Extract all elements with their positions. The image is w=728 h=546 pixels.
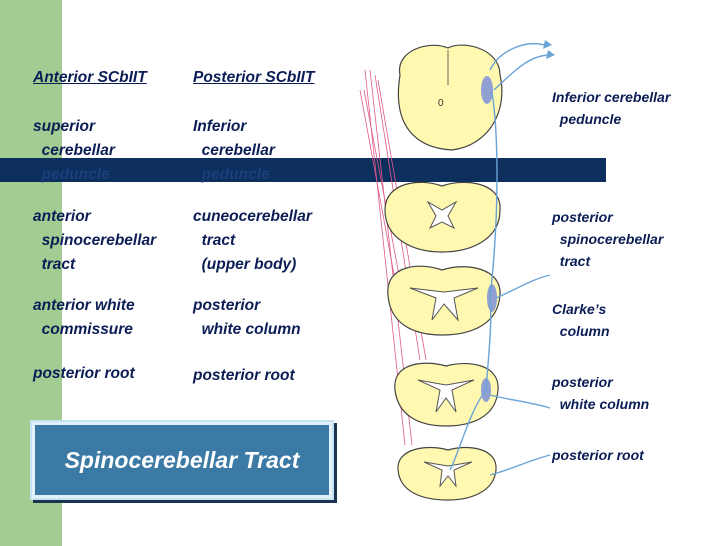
mid-item-posterior-white-column: posterior white column <box>193 297 301 338</box>
slide-title: Spinocerebellar Tract <box>64 446 300 473</box>
mid-item-peduncle: peduncle <box>193 166 270 183</box>
spinal-cord-diagram: 0 <box>359 40 555 501</box>
right-item-posterior-white-column: posterior white column <box>552 374 650 412</box>
svg-text:0: 0 <box>438 98 444 109</box>
spinal-section-3 <box>394 362 499 427</box>
right-item-posterior-spinocerebellar: posterior spinocerebellar tract <box>552 209 664 269</box>
navy-band <box>0 158 606 182</box>
mid-col-header: Posterior SCbIIT <box>193 69 315 86</box>
right-item-clarkes-column: Clarke’s column <box>552 301 610 339</box>
left-col-header: Anterior SCbIIT <box>33 69 147 86</box>
left-item-posterior-root: posterior root <box>33 365 135 382</box>
spinal-section-1 <box>384 181 501 253</box>
spinal-section-4 <box>397 446 497 501</box>
left-item-anterior-spinocerebellar: anterior spinocerebellar tract <box>33 208 157 273</box>
right-item-inferior-cerebellar: Inferior cerebellar peduncle <box>552 89 671 127</box>
left-item-superior: superior cerebellar <box>33 118 115 159</box>
medulla-section: 0 <box>397 44 503 151</box>
arrowheads <box>543 40 555 59</box>
right-item-posterior-root: posterior root <box>552 447 644 463</box>
mid-item-cuneocerebellar: cuneocerebellar tract (upper body) <box>193 208 312 273</box>
mid-item-posterior-root: posterior root <box>193 367 295 384</box>
spinal-section-2 <box>387 265 501 336</box>
mid-item-inferior: Inferior cerebellar <box>193 118 275 159</box>
left-item-peduncle: peduncle <box>33 166 110 183</box>
title-box: Spinocerebellar Tract <box>30 420 334 500</box>
ascending-fibers <box>449 43 551 476</box>
left-item-anterior-white-commissure: anterior white commissure <box>33 297 135 338</box>
